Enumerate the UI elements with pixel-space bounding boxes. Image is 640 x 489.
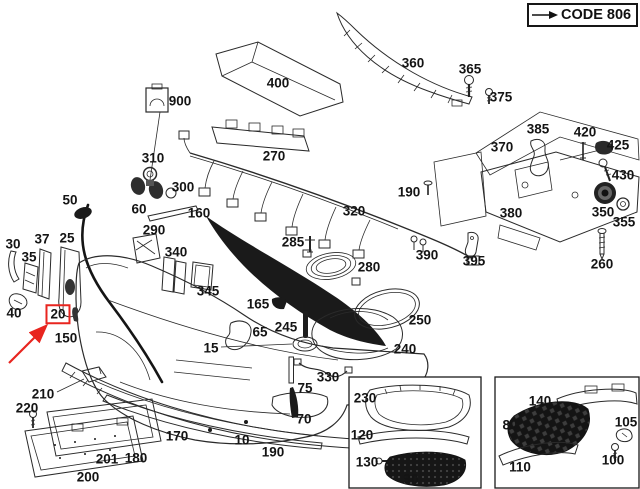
part-365-screw [464, 75, 474, 97]
part-80-mesh-grille [507, 401, 590, 455]
part-420-pin [580, 142, 586, 160]
part-201-plate [46, 398, 162, 457]
part-25-bracket [58, 246, 82, 318]
part-390-pins [410, 235, 427, 252]
part-200-plate [24, 415, 144, 478]
part-20-clip [72, 307, 79, 322]
part-40-clip [8, 293, 28, 310]
part-upper-trim-line [81, 203, 164, 384]
part-110-strip [498, 441, 579, 466]
part-50-cap [74, 207, 92, 219]
part-290-bracket [132, 233, 161, 264]
part-385-bracket [529, 138, 549, 177]
part-75-strip [288, 356, 294, 384]
part-210-bracket [56, 366, 107, 393]
part-300-sensors [130, 177, 177, 199]
part-270-bracket-strip [211, 119, 310, 152]
part-370-380-mounting-assembly [433, 111, 640, 251]
part-170-180-lower-trims [61, 362, 383, 450]
part-15-tow-cover [220, 336, 318, 352]
part-430-screw [598, 158, 612, 182]
part-400-impact-absorber [215, 41, 344, 117]
part-320-wiring-harness [178, 130, 480, 266]
part-340-brackets [161, 256, 187, 295]
part-35-bracket [22, 262, 39, 294]
part-330-wire [293, 358, 353, 378]
part-65-bracket [225, 320, 252, 351]
part-120-strip [357, 429, 470, 445]
part-350-grommet [594, 182, 616, 204]
part-240-housing [311, 308, 403, 361]
part-280-hose-coil [302, 249, 361, 286]
part-360-grille-moulding [336, 11, 473, 107]
part-250-seal-ring [354, 288, 420, 330]
inset-box-left [348, 376, 482, 489]
part-425-clip [595, 140, 614, 155]
part-345-module [190, 261, 214, 291]
part-375-screw [485, 88, 493, 104]
part-395-plate [464, 231, 479, 257]
highlight-arrow [8, 323, 49, 364]
code-box: CODE 806 [527, 3, 638, 27]
right-arrow-icon [532, 11, 558, 19]
part-10-bumper-cover [75, 255, 429, 445]
part-230-bezel [365, 384, 471, 431]
part-220-screw [29, 410, 37, 428]
part-165-clip [271, 297, 287, 310]
part-900-module [145, 83, 169, 181]
part-60-strip [147, 205, 199, 222]
part-37-bracket [37, 248, 52, 300]
part-285-pin [305, 236, 315, 253]
code-label: CODE 806 [561, 7, 632, 23]
part-190-clip-top [423, 180, 433, 195]
part-90-mesh-grille [384, 451, 467, 487]
inset-box-right [494, 376, 640, 489]
part-70-trim-strip [289, 387, 299, 418]
part-260-screw [597, 228, 607, 261]
part-355-bolt [616, 197, 630, 211]
part-105-clip [615, 428, 633, 443]
part-245-strip [303, 311, 308, 338]
part-30-bracket [8, 250, 20, 283]
part-100-screw [611, 443, 619, 461]
